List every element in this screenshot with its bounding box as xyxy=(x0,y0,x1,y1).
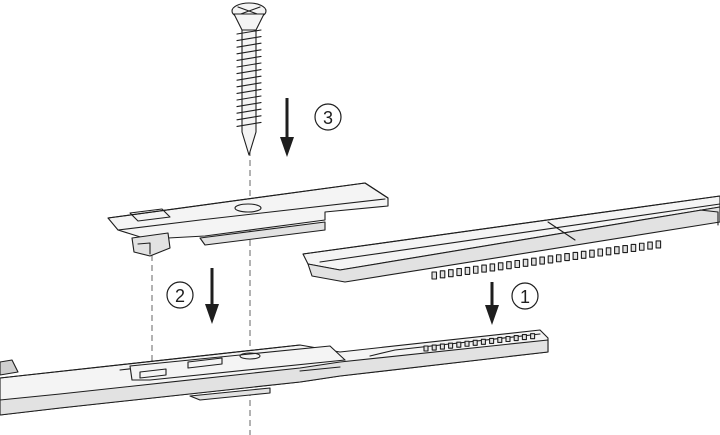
rail-tooth xyxy=(539,256,545,265)
base-rail-teeth xyxy=(423,333,536,352)
base-tooth xyxy=(513,334,519,342)
thread-line xyxy=(236,115,262,121)
step-marker-3: 3 xyxy=(314,103,342,131)
rail-tooth xyxy=(431,271,438,280)
base-tooth xyxy=(456,341,462,348)
thread-line xyxy=(236,49,262,55)
rail-tooth xyxy=(630,243,637,252)
base-tooth xyxy=(480,338,486,345)
base-tooth xyxy=(521,334,527,341)
slide-rail xyxy=(302,195,720,283)
rail-tooth xyxy=(531,257,537,266)
base-tooth xyxy=(489,337,495,344)
thread-line xyxy=(236,95,262,101)
rail-tooth xyxy=(448,269,454,278)
thread-line xyxy=(236,108,262,114)
base-tooth xyxy=(439,343,445,350)
rail-tooth xyxy=(555,254,562,263)
base-tooth xyxy=(497,336,503,344)
rail-tooth xyxy=(655,240,662,249)
rail-tooth xyxy=(589,249,595,258)
arrow-step-2 xyxy=(205,268,219,324)
step-marker-1: 1 xyxy=(511,282,539,310)
base-tooth xyxy=(505,335,511,343)
screw-thread xyxy=(236,29,262,127)
base-rail xyxy=(0,329,549,416)
rail-tooth xyxy=(597,248,604,257)
base-tooth xyxy=(448,342,454,349)
thread-line xyxy=(236,121,262,127)
rail-tooth xyxy=(564,253,570,262)
base-tooth xyxy=(530,333,536,340)
base-tooth xyxy=(431,344,437,351)
thread-line xyxy=(236,62,262,68)
rail-tooth xyxy=(547,255,554,264)
rail-tooth xyxy=(622,245,628,254)
arrow-step-1 xyxy=(485,282,499,325)
rail-tooth xyxy=(489,263,496,272)
alignment-guides xyxy=(151,150,251,435)
rail-tooth xyxy=(506,261,512,270)
rail-tooth xyxy=(456,267,462,277)
rail-tooth xyxy=(514,259,521,269)
rail-tooth xyxy=(605,247,612,256)
slide-rail-teeth xyxy=(431,240,662,280)
step-number-2: 2 xyxy=(175,286,185,306)
thread-line xyxy=(236,102,262,108)
step-number-1: 1 xyxy=(520,287,530,307)
rail-tooth xyxy=(647,241,653,250)
arrow-step-3 xyxy=(280,98,294,157)
screw xyxy=(231,2,267,156)
step-marker-2: 2 xyxy=(166,281,194,309)
rail-tooth xyxy=(572,251,579,260)
rail-tooth xyxy=(522,258,529,267)
rail-tooth xyxy=(497,262,504,271)
thread-line xyxy=(236,69,262,75)
thread-line xyxy=(236,36,262,42)
thread-line xyxy=(236,42,262,48)
thread-line xyxy=(236,75,262,81)
thread-line xyxy=(236,82,262,88)
step-number-3: 3 xyxy=(323,108,333,128)
rail-tooth xyxy=(439,270,446,279)
rail-tooth xyxy=(638,242,645,251)
rail-tooth xyxy=(481,264,487,273)
base-tooth xyxy=(423,345,429,352)
rail-tooth xyxy=(580,250,587,259)
base-tooth xyxy=(472,339,478,346)
thread-line xyxy=(236,88,262,94)
thread-line xyxy=(236,55,262,61)
rail-tooth xyxy=(464,266,471,275)
base-tooth xyxy=(464,340,470,347)
rail-tooth xyxy=(614,246,620,255)
thread-line xyxy=(236,29,262,35)
rail-tooth xyxy=(472,265,479,274)
bracket-plate xyxy=(107,182,389,257)
